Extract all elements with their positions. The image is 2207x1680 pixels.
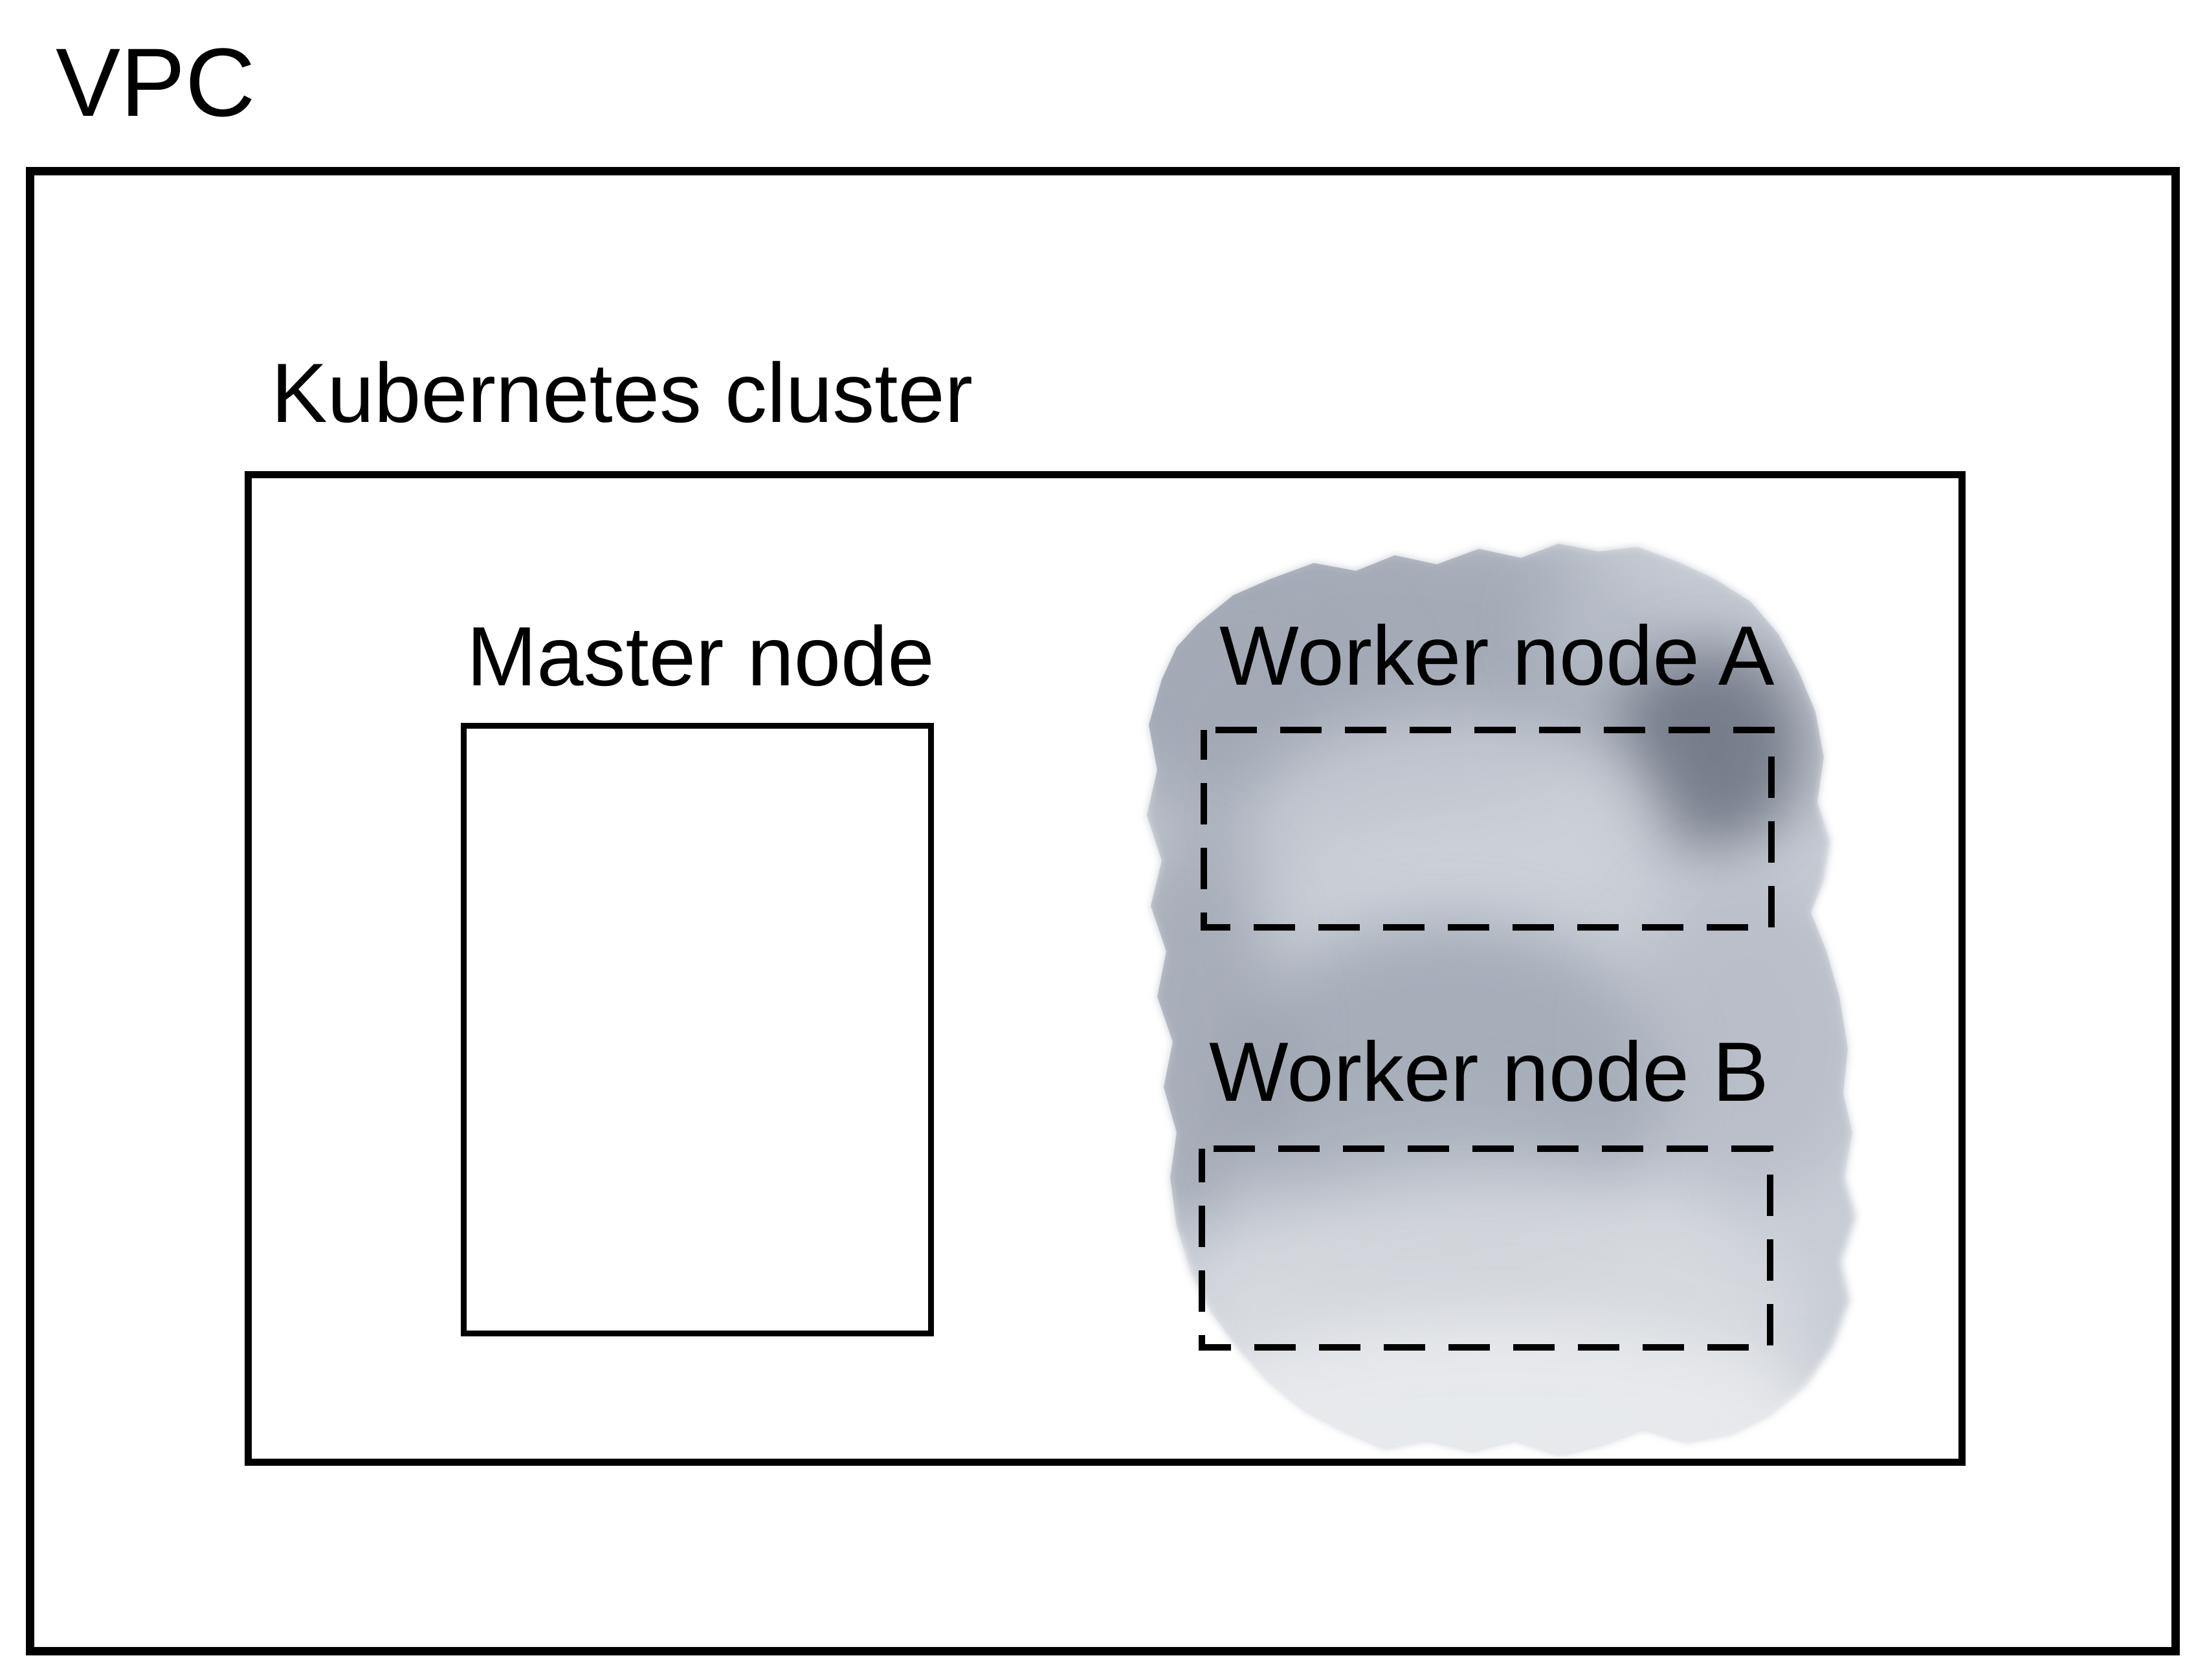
- worker-node-b-label: Worker node B: [1209, 1024, 1769, 1119]
- kubernetes-cluster-label: Kubernetes cluster: [271, 346, 973, 440]
- worker-node-a-box: [1201, 727, 1775, 931]
- vpc-label: VPC: [56, 28, 256, 137]
- worker-node-b-box: [1199, 1145, 1773, 1351]
- master-node-box: [461, 723, 934, 1336]
- smudge-shading: [1147, 544, 1856, 1455]
- kubernetes-cluster-box: [245, 471, 1966, 1466]
- watercolor-smudge: [1147, 544, 1856, 1455]
- worker-node-a-label: Worker node A: [1219, 608, 1775, 703]
- master-node-label: Master node: [467, 609, 935, 703]
- vpc-box: [26, 167, 2180, 1655]
